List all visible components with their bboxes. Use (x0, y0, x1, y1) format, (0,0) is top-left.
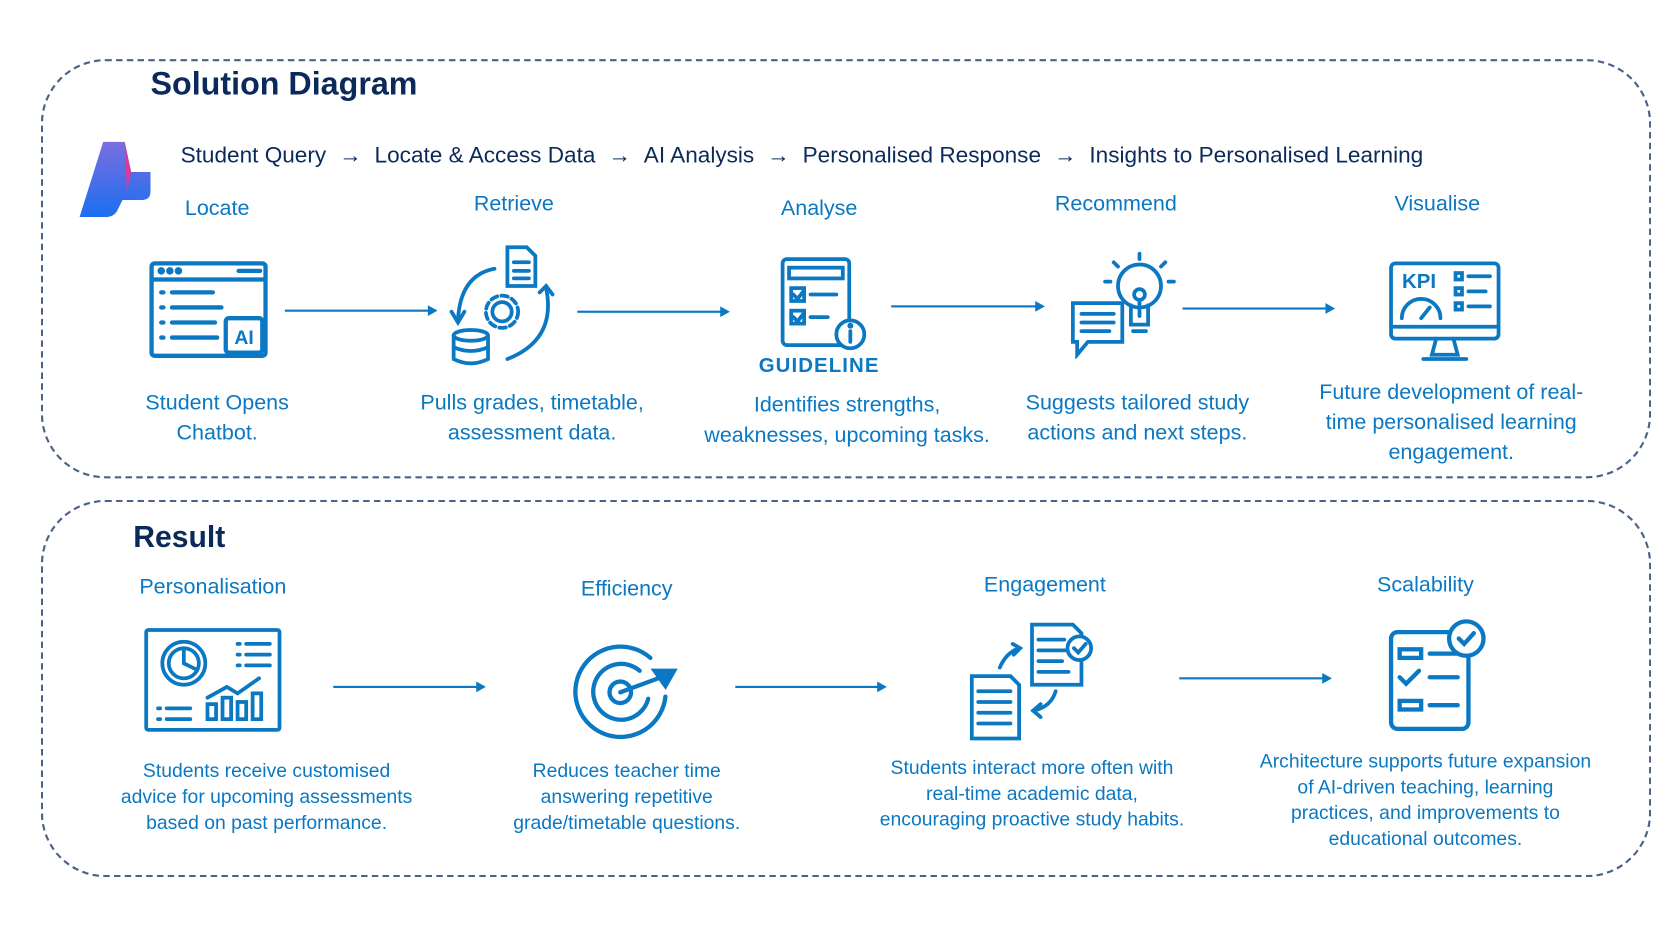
result-title: Result (133, 520, 226, 554)
result-label-personalisation: Personalisation (139, 575, 287, 599)
process-flow: Student Query → Locate & Access Data → AI … (181, 143, 1424, 169)
result-panel (40, 499, 1652, 878)
step-label-retrieve: Retrieve (473, 192, 554, 217)
flow-step: Insights to Personalised Learning (1089, 142, 1424, 168)
flow-arrow (1182, 303, 1336, 314)
step-label-analyse: Analyse (780, 196, 858, 221)
step-label-locate: Locate (184, 196, 250, 221)
step-desc-visualise: Future development of real-time personal… (1319, 380, 1584, 465)
flow-arrow (1179, 672, 1332, 684)
flow-arrow (577, 306, 730, 318)
solution-diagram-panel (40, 59, 1652, 479)
chatbot-window-ai-icon: AI (149, 261, 268, 358)
guideline-text: GUIDELINE (759, 355, 880, 376)
step-label-recommend: Recommend (1054, 192, 1177, 217)
arrow-right-icon: → (608, 142, 631, 168)
step-label-visualise: Visualise (1394, 192, 1481, 217)
result-label-efficiency: Efficiency (580, 577, 673, 601)
lightbulb-message-icon (1070, 251, 1176, 360)
checklist-approved-icon (1388, 619, 1486, 732)
ai-text: AI (234, 327, 253, 349)
flow-step: Locate & Access Data (374, 142, 596, 168)
flow-step: Personalised Response (802, 142, 1042, 168)
document-exchange-icon (969, 622, 1094, 741)
step-desc-retrieve: Pulls grades, timetable,assessment data. (420, 391, 644, 446)
data-sync-icon (449, 245, 555, 366)
kpi-dashboard-icon: KPI (1389, 261, 1501, 361)
result-label-scalability: Scalability (1377, 572, 1474, 597)
arrow-right-icon: → (339, 142, 362, 168)
flow-arrow (284, 305, 438, 317)
kpi-text: KPI (1402, 271, 1436, 293)
result-label-engagement: Engagement (983, 572, 1106, 597)
guideline-checklist-icon: GUIDELINE (759, 257, 880, 376)
copilot-logo-icon (79, 141, 151, 218)
flow-step: Student Query (180, 142, 327, 168)
arrow-right-icon: → (1053, 142, 1077, 168)
arrow-right-icon: → (767, 142, 790, 168)
target-icon (573, 644, 678, 740)
flow-arrow (891, 301, 1045, 312)
step-desc-analyse: Identifies strengths,weaknesses, upcomin… (704, 393, 990, 448)
flow-arrow (333, 681, 486, 693)
analytics-dashboard-icon (144, 628, 282, 732)
flow-step: AI Analysis (643, 142, 755, 168)
flow-arrow (735, 681, 887, 693)
solution-title: Solution Diagram (150, 66, 418, 103)
